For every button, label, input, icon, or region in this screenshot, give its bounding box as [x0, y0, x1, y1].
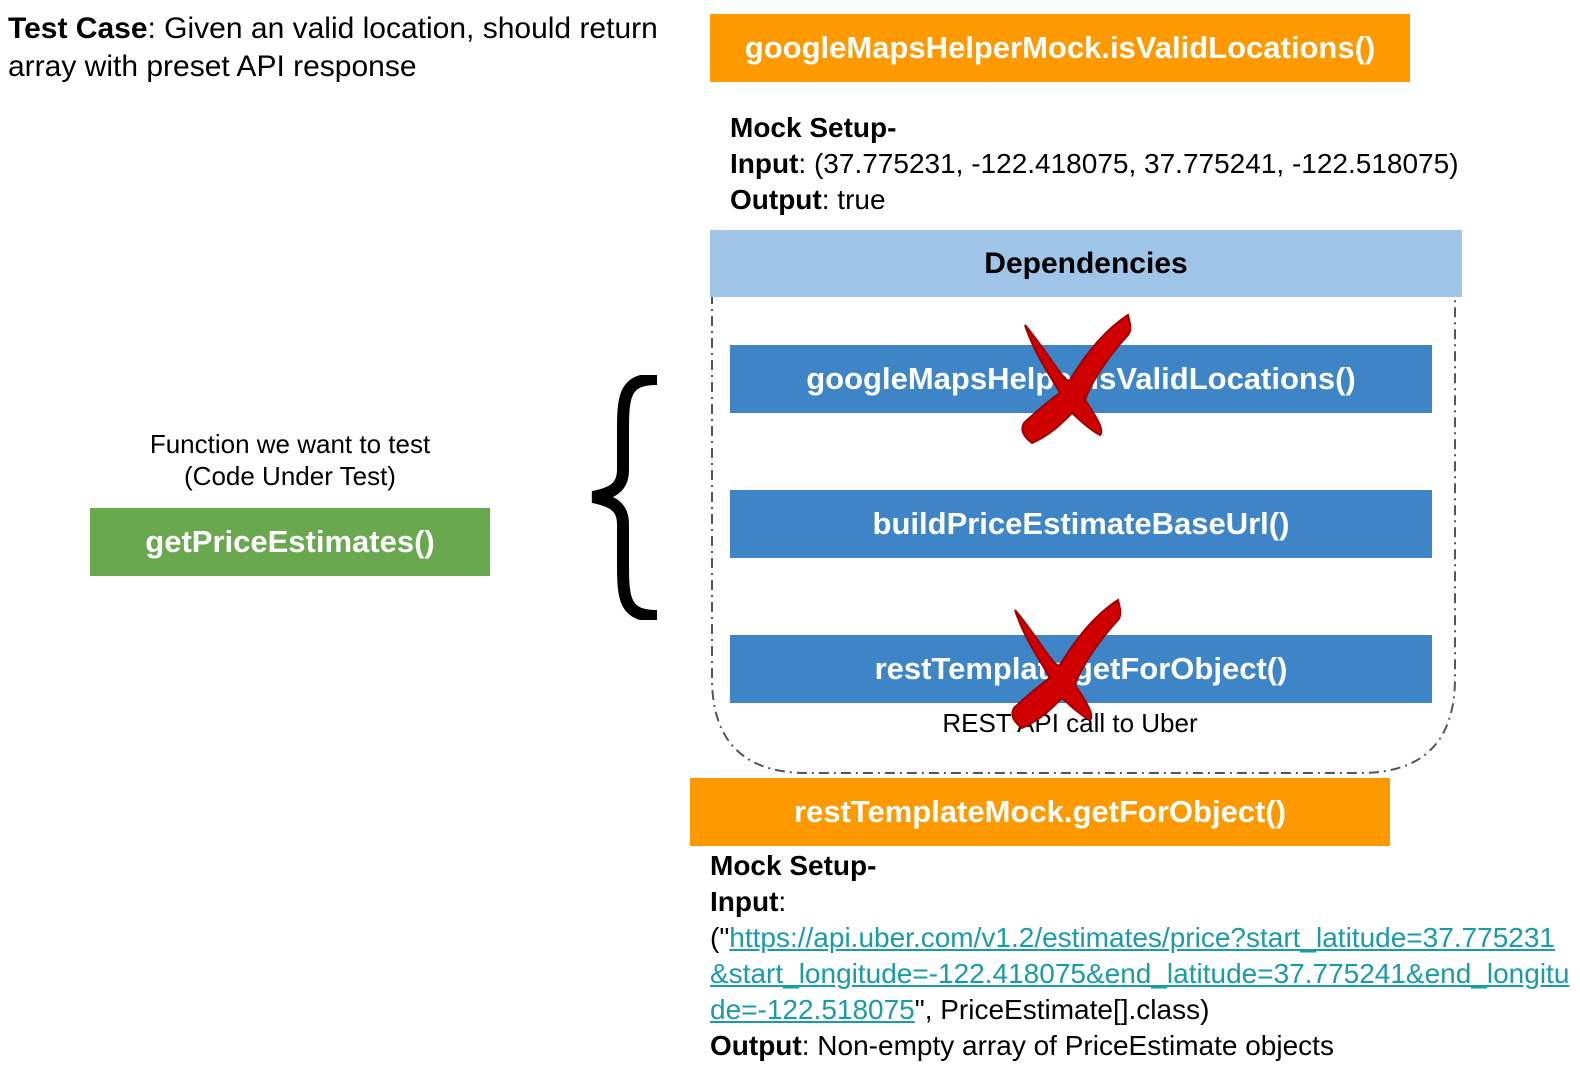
bottom-mock-output-label: Output: [710, 1030, 802, 1061]
bottom-mock-setup-label: Mock Setup-: [710, 850, 877, 881]
function-under-test-box: getPriceEstimates(): [90, 508, 490, 576]
top-mock-output-label: Output: [730, 184, 822, 215]
bottom-mock-output-value: : Non-empty array of PriceEstimate objec…: [801, 1030, 1334, 1061]
curly-brace-icon: [591, 375, 658, 620]
cross-mark-icon: [1011, 598, 1122, 730]
dependencies-header: Dependencies: [710, 230, 1462, 297]
function-under-test-label: getPriceEstimates(): [145, 524, 435, 559]
top-mock-input-value: : (37.775231, -122.418075, 37.775241, -1…: [798, 148, 1459, 179]
rest-api-note: REST API call to Uber: [942, 708, 1198, 738]
test-case-label: Test Case: [8, 12, 148, 45]
top-mock-setup: Mock Setup- Input: (37.775231, -122.4180…: [730, 110, 1459, 218]
function-caption-line-2: (Code Under Test): [184, 461, 396, 491]
top-mock-input-label: Input: [730, 148, 799, 179]
bottom-mock-setup: Mock Setup- Input: ("https://api.uber.co…: [710, 848, 1570, 1064]
bottom-mock-after-url: ", PriceEstimate[].class): [914, 994, 1210, 1025]
bottom-mock-open-paren: (": [710, 922, 730, 953]
top-mock-output-value: : true: [821, 184, 886, 215]
test-case-description: Test Case: Given an valid location, shou…: [8, 10, 668, 86]
top-mock-setup-label: Mock Setup-: [730, 112, 897, 143]
function-caption-line-1: Function we want to test: [149, 429, 431, 459]
bottom-mock-input-colon: :: [778, 886, 787, 917]
google-maps-helper-mock-box: googleMapsHelperMock.isValidLocations(): [710, 14, 1410, 82]
rest-template-mock-label: restTemplateMock.getForObject(): [793, 794, 1287, 829]
dependency-build-price-estimate-base-url: buildPriceEstimateBaseUrl(): [730, 490, 1432, 558]
uber-api-url-link[interactable]: https://api.uber.com/v1.2/estimates/pric…: [710, 922, 1570, 1025]
function-under-test-caption: Function we want to test (Code Under Tes…: [90, 428, 490, 492]
bottom-mock-input-label: Input: [710, 886, 779, 917]
cross-mark-icon: [1021, 313, 1132, 445]
dependencies-header-label: Dependencies: [984, 246, 1188, 280]
dependencies-container: [711, 294, 1456, 774]
google-maps-helper-mock-label: googleMapsHelperMock.isValidLocations(): [744, 30, 1376, 65]
dependency-build-price-estimate-base-url-label: buildPriceEstimateBaseUrl(): [872, 506, 1290, 541]
rest-template-mock-box: restTemplateMock.getForObject(): [690, 778, 1390, 846]
test-case-text: : Given an valid location, should return…: [8, 12, 658, 83]
bottom-mock-input-value: ("https://api.uber.com/v1.2/estimates/pr…: [710, 920, 1570, 1028]
